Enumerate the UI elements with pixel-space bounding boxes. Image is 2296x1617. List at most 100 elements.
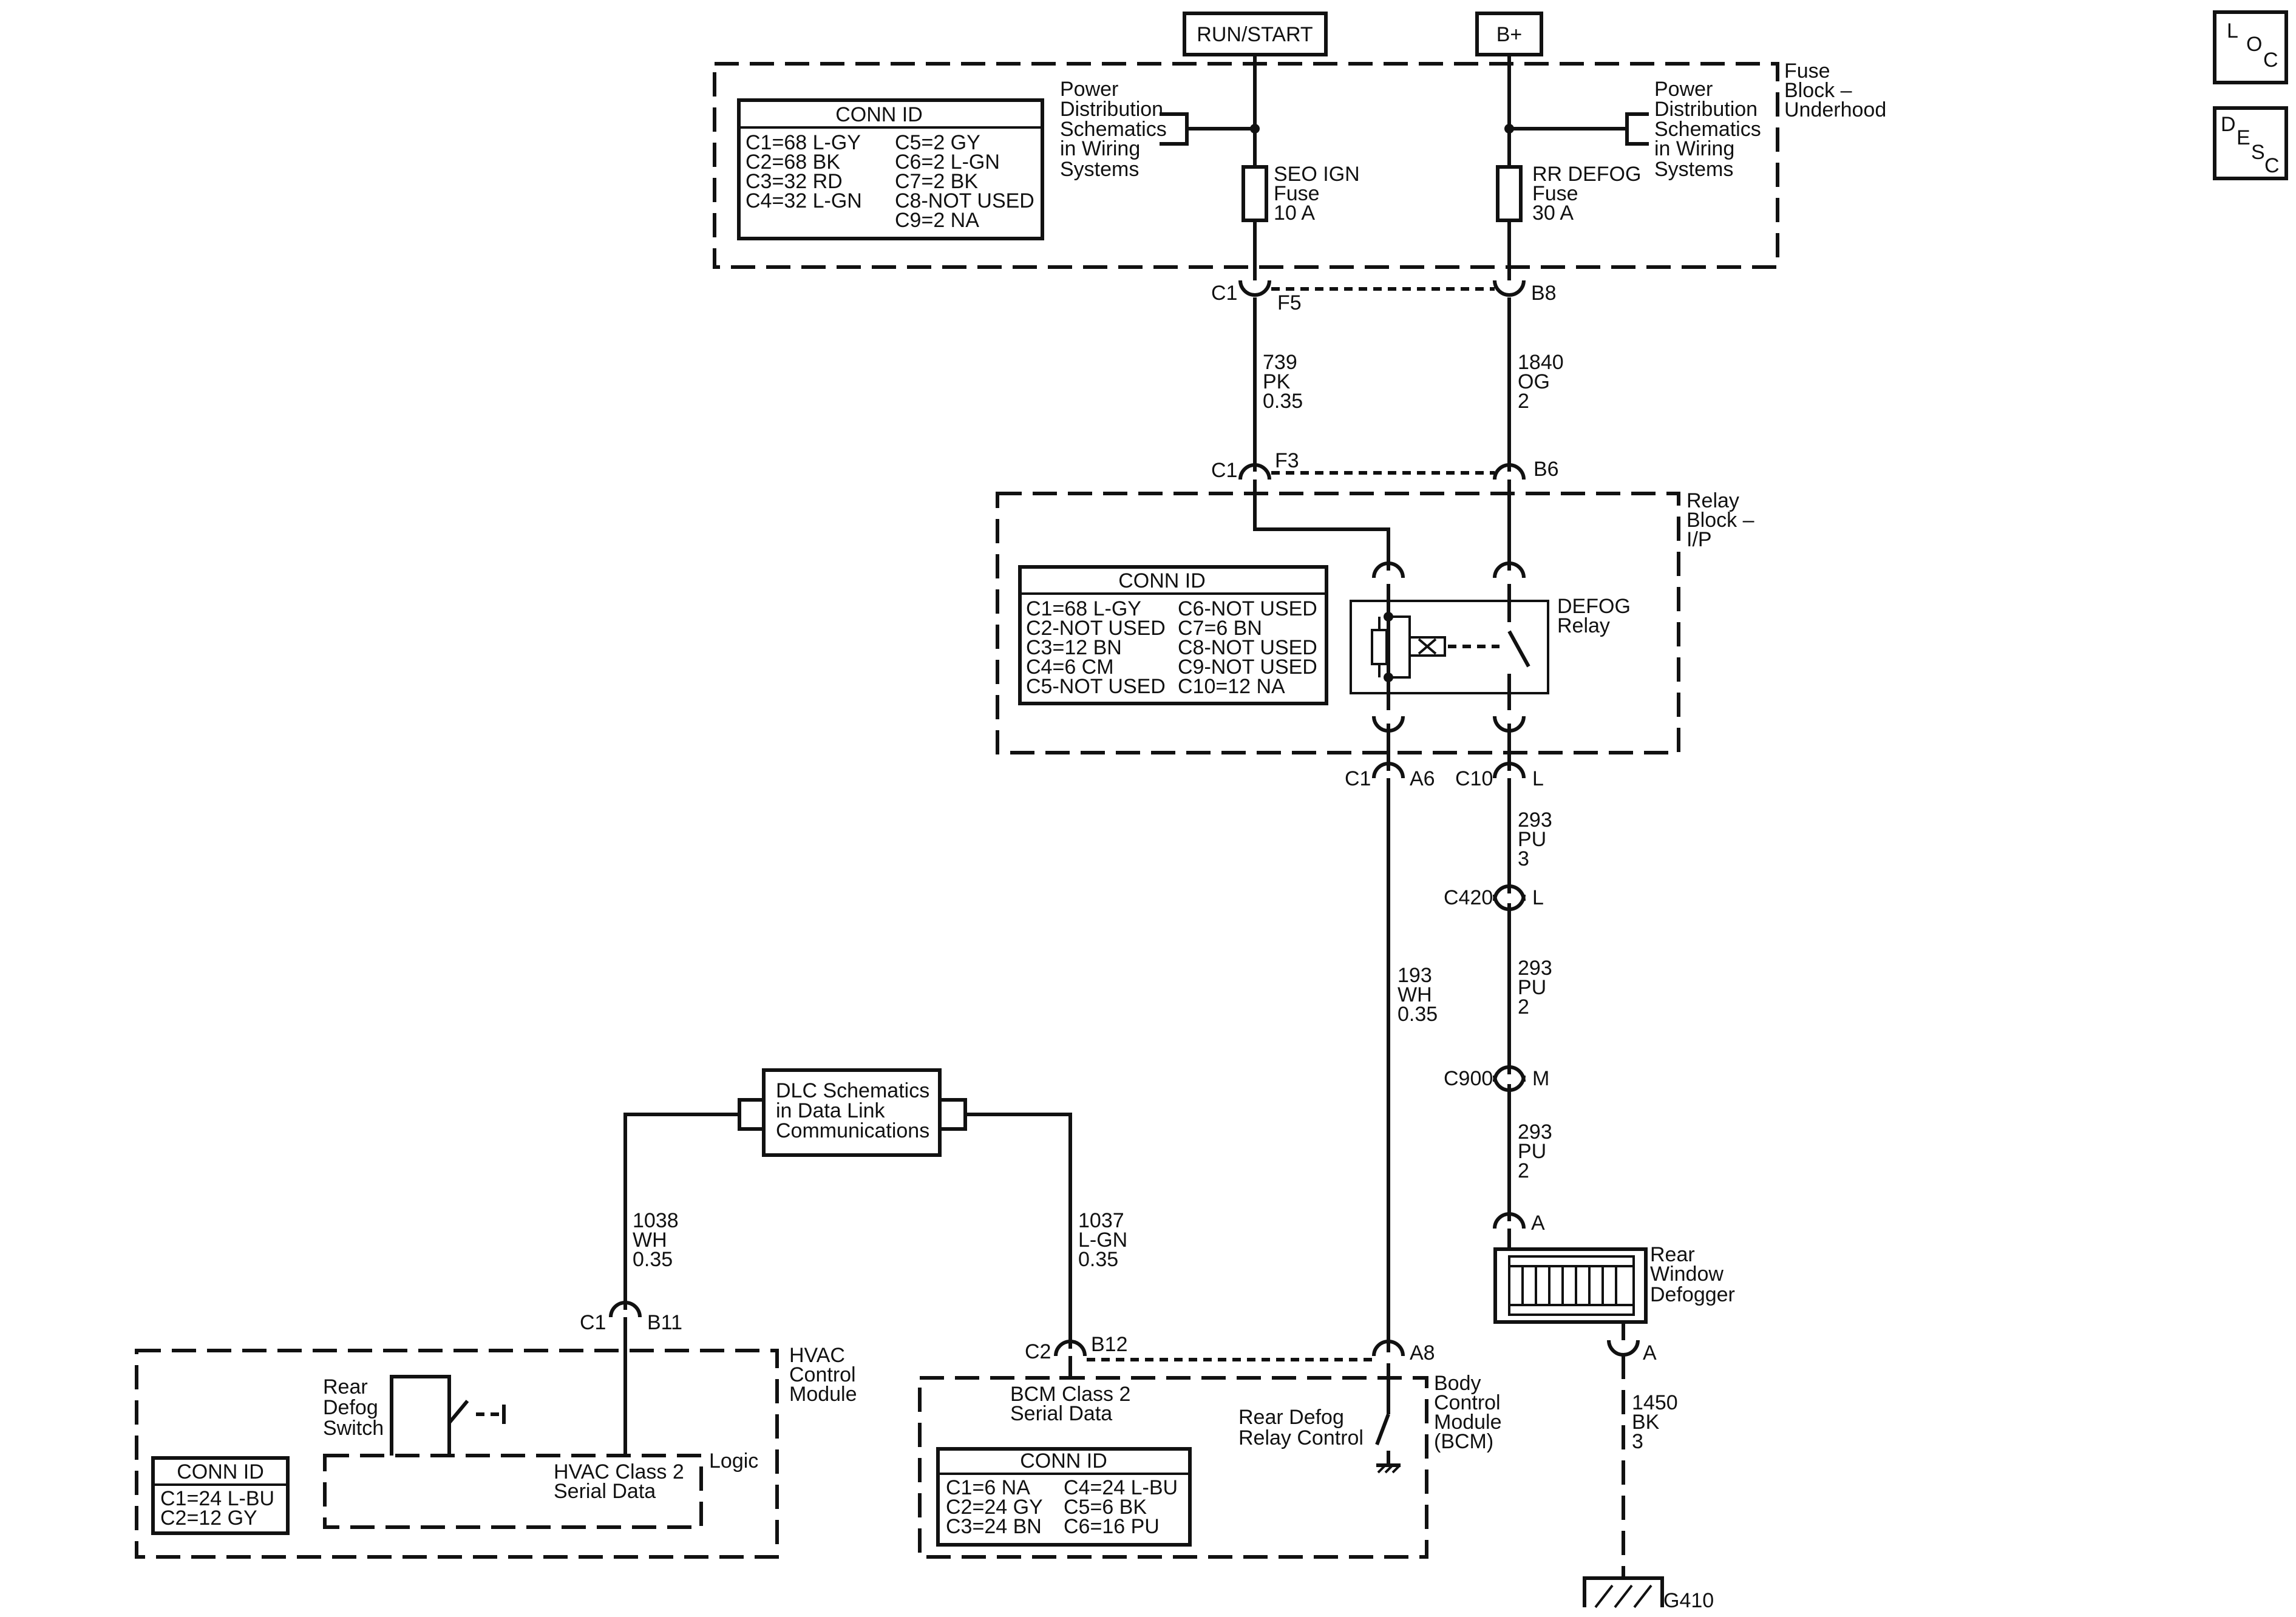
power-distribution-ref-left[interactable]: Power Distribution Schematics in Wiring … [1060,78,1189,181]
power-distribution-ref-right[interactable]: Power Distribution Schematics in Wiring … [1625,78,1761,181]
loc-icon[interactable]: L O C [2213,10,2288,84]
svg-text:193: 193 [1398,964,1432,987]
rear-window-defogger: A Rear Window Defogger [1493,1212,1735,1324]
svg-text:CONN ID: CONN ID [1020,1449,1107,1473]
svg-text:Rear Defog: Rear Defog [1238,1406,1344,1429]
svg-text:M: M [1532,1067,1549,1090]
svg-text:Systems: Systems [1654,158,1733,181]
svg-text:CONN ID: CONN ID [177,1460,264,1483]
svg-text:WH: WH [633,1229,667,1252]
connector-c420: C420 L [1444,884,1544,911]
svg-text:OG: OG [1518,370,1550,393]
svg-text:C1=68 L-GY: C1=68 L-GY [746,131,861,154]
connector-c900: C900 M [1444,1065,1549,1092]
bcm-conn-id-table: CONN ID C1=6 NA C2=24 GY C3=24 BN C4=24 … [936,1447,1192,1547]
svg-text:O: O [2246,33,2262,56]
svg-text:WH: WH [1398,983,1432,1006]
svg-text:RUN/START: RUN/START [1197,23,1313,46]
svg-text:B11: B11 [647,1311,682,1334]
svg-text:C4=32 L-GN: C4=32 L-GN [746,189,862,212]
svg-text:C: C [2264,154,2280,177]
svg-text:PK: PK [1263,370,1291,393]
svg-text:Distribution: Distribution [1060,98,1163,121]
svg-text:C7=2 BK: C7=2 BK [895,170,978,193]
desc-icon[interactable]: D E S C [2213,106,2288,180]
svg-text:C7=6 BN: C7=6 BN [1178,617,1262,640]
svg-text:C4=6 CM: C4=6 CM [1026,656,1114,679]
connector-c2-b12-a8: C2 B12 A8 [1025,1333,1435,1364]
svg-text:Distribution: Distribution [1654,98,1758,121]
svg-text:B12: B12 [1091,1333,1128,1356]
svg-text:B+: B+ [1496,23,1523,46]
svg-text:C420: C420 [1444,886,1493,909]
svg-text:Systems: Systems [1060,158,1139,181]
svg-text:I/P: I/P [1686,528,1712,551]
svg-text:in Wiring: in Wiring [1060,137,1140,160]
svg-text:Serial Data: Serial Data [1010,1402,1112,1425]
svg-text:RR DEFOG: RR DEFOG [1532,163,1641,186]
svg-text:Communications: Communications [776,1119,929,1142]
svg-text:10 A: 10 A [1274,202,1315,225]
ground-g410: G410 [1583,1576,1714,1612]
svg-text:F5: F5 [1277,291,1302,314]
svg-text:B8: B8 [1531,282,1557,305]
bplus-source: B+ [1475,12,1543,56]
svg-text:BCM Class 2: BCM Class 2 [1010,1383,1130,1406]
connector-c1-f3-b6: C1 F3 B6 [1211,449,1559,482]
rr-defog-fuse: RR DEFOG Fuse 30 A [1496,163,1641,225]
svg-text:Body: Body [1434,1372,1481,1395]
svg-text:A8: A8 [1410,1341,1435,1364]
svg-text:Rear: Rear [323,1375,368,1398]
svg-text:G410: G410 [1663,1589,1714,1612]
svg-text:Fuse: Fuse [1784,59,1830,83]
svg-text:C9-NOT USED: C9-NOT USED [1178,656,1317,679]
wire-1450-label: 1450 BK 3 [1632,1391,1678,1453]
svg-text:PU: PU [1518,1140,1546,1163]
svg-text:Block –: Block – [1784,79,1852,102]
svg-text:0.35: 0.35 [1263,390,1303,413]
connector-c1-f5-b8: C1 F5 B8 [1211,280,1557,314]
svg-text:293: 293 [1518,1120,1552,1144]
svg-text:C3=12 BN: C3=12 BN [1026,636,1122,659]
svg-text:Logic: Logic [709,1449,758,1473]
relay-block-conn-id-table: CONN ID C1=68 L-GY C2-NOT USED C3=12 BN … [1018,565,1328,705]
svg-text:A: A [1643,1341,1657,1364]
svg-text:Defog: Defog [323,1396,378,1419]
wire-1840-label: 1840 OG 2 [1518,351,1564,413]
svg-text:Control: Control [1434,1391,1501,1414]
svg-text:30 A: 30 A [1532,202,1574,225]
wire-293-seg2-label: 293 PU 2 [1518,957,1552,1019]
svg-text:Fuse: Fuse [1532,182,1578,205]
svg-text:1037: 1037 [1078,1209,1124,1232]
svg-text:C5=6 BK: C5=6 BK [1064,1496,1147,1519]
svg-text:293: 293 [1518,957,1552,980]
svg-text:3: 3 [1518,847,1529,870]
svg-text:C6-NOT USED: C6-NOT USED [1178,597,1317,620]
connector-c1-a6-c10-l: C1 A6 C10 L [1345,762,1544,790]
svg-text:Module: Module [1434,1411,1502,1434]
svg-text:D: D [2221,113,2236,136]
dlc-schematics-ref[interactable]: DLC Schematics in Data Link Communicatio… [738,1068,967,1157]
svg-text:Underhood: Underhood [1784,98,1886,121]
svg-text:A6: A6 [1410,767,1435,790]
svg-text:PU: PU [1518,976,1546,999]
svg-text:C3=32 RD: C3=32 RD [746,170,843,193]
svg-text:C4=24 L-BU: C4=24 L-BU [1064,1476,1178,1499]
svg-text:C8-NOT USED: C8-NOT USED [1178,636,1317,659]
svg-text:Control: Control [789,1363,856,1386]
svg-text:2: 2 [1518,995,1529,1019]
svg-text:1450: 1450 [1632,1391,1678,1414]
svg-text:C6=16 PU: C6=16 PU [1064,1515,1160,1538]
svg-text:HVAC: HVAC [789,1344,845,1367]
svg-text:C3=24 BN: C3=24 BN [946,1515,1042,1538]
svg-text:C9=2 NA: C9=2 NA [895,209,979,232]
svg-text:CONN ID: CONN ID [1118,569,1206,592]
svg-text:0.35: 0.35 [633,1248,673,1271]
svg-text:Power: Power [1654,78,1713,101]
svg-text:Switch: Switch [323,1417,384,1440]
svg-text:C900: C900 [1444,1067,1493,1090]
wire-1037-label: 1037 L-GN 0.35 [1078,1209,1127,1271]
svg-text:C5=2 GY: C5=2 GY [895,131,980,154]
svg-text:C2=68 BK: C2=68 BK [746,151,840,174]
svg-text:0.35: 0.35 [1398,1003,1438,1026]
